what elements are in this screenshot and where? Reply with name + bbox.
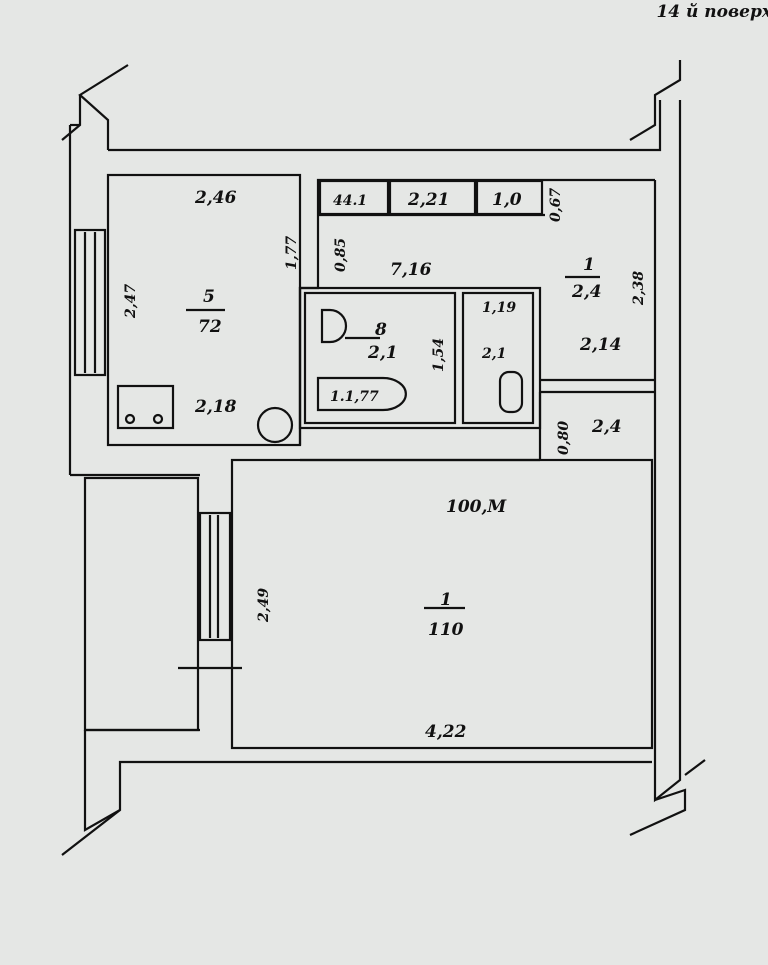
bathtub-icon [316,376,407,412]
wc-top: 1,19 [482,300,516,316]
hall-width-2: 2,14 [579,335,621,355]
room-height: 2,49 [256,588,272,623]
hall-area: 2,4 [571,282,602,302]
room-area: 110 [428,620,464,640]
door-width: 1,77 [284,236,300,270]
sink-icon [256,406,294,444]
stove-icon [116,384,175,430]
closet-depth: 0,67 [548,188,564,222]
balcony [83,476,200,732]
toilet-room [461,291,535,425]
bath-number: 8 [374,320,387,340]
closet-1-label: 44.1 [333,193,367,209]
floor-label: 14 й поверх [656,2,768,22]
room-width: 4,22 [425,722,467,742]
hall-number: 1 [583,255,595,275]
hall-length: 7,16 [390,260,432,280]
room-number: 1 [440,590,452,610]
wc-area: 2,1 [481,346,506,362]
bathroom [303,291,457,425]
hall-side: 2,38 [631,271,647,306]
dimension-labels: 2,46 2,47 5 72 2,18 1,77 0,85 44.1 2,21 … [123,188,647,742]
walls [61,60,706,856]
room-note: 100,M [446,497,507,517]
washbasin-icon [320,308,348,344]
bath-area: 2,1 [367,343,398,363]
kitchen-height: 2,47 [123,284,139,319]
closet-3-label: 1,0 [492,190,522,210]
stove-dimension: 2,18 [194,397,237,417]
main-room [230,458,654,750]
closet-2-label: 2,21 [407,190,449,210]
toilet-icon [498,370,524,414]
entry-side: 0,80 [556,421,572,455]
entry-width: 2,4 [591,417,622,437]
room-window [198,511,232,642]
bathtub-dimension: 1.1,77 [330,389,379,405]
kitchen-area: 72 [198,317,222,337]
hall-width: 0,85 [333,238,349,272]
kitchen-width: 2,46 [194,188,237,208]
bath-height: 1,54 [431,338,447,372]
kitchen-window [73,228,107,377]
kitchen-number: 5 [203,287,215,307]
